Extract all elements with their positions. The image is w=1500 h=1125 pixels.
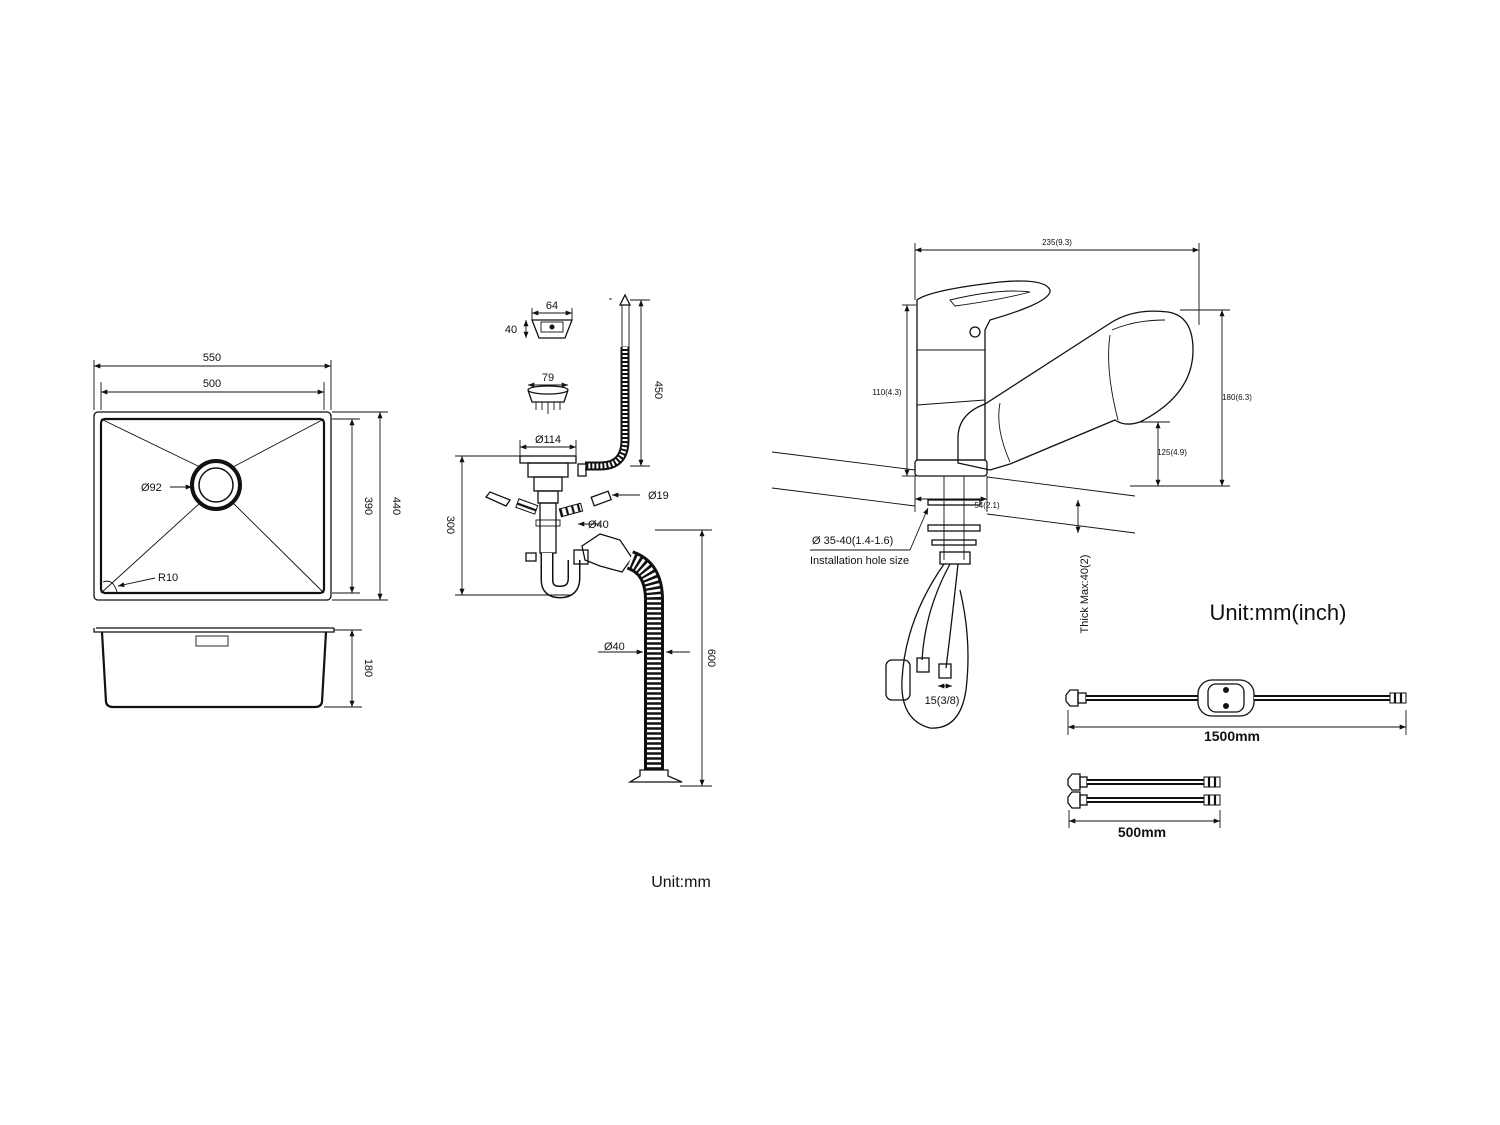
trap-height-dimension [455, 455, 570, 596]
hose-thread-size: 15(3/8) [925, 695, 960, 707]
drain-body [519, 440, 633, 599]
faucet-body-height: 110(4.3) [872, 388, 902, 397]
faucet-total-height: 180(6.3) [1222, 393, 1252, 402]
short-hoses [1067, 773, 1221, 828]
long-hose-length: 1500mm [1204, 728, 1260, 744]
drain-hose-diameter: Ø40 [604, 641, 625, 653]
drain-overflow-cover [523, 308, 573, 339]
installation-hole-label: Installation hole size [810, 555, 909, 567]
drain-strainer [527, 382, 569, 414]
overflow-pipe-diameter: Ø19 [648, 490, 669, 502]
trap-diameter: Ø40 [588, 519, 609, 531]
sink-depth-outer: 440 [390, 497, 402, 515]
overflow-hose [585, 293, 650, 471]
sink-width-inner: 500 [203, 378, 221, 390]
overflow-hose-length: 450 [652, 381, 664, 399]
flange-diameter: Ø114 [535, 434, 561, 446]
sink-side-view [93, 627, 362, 709]
installation-hole-size: Ø 35-40(1.4-1.6) [812, 535, 893, 547]
faucet-spout-height: 125(4.9) [1157, 448, 1187, 457]
sink-corner-radius: R10 [158, 572, 178, 584]
faucet-drawing [771, 243, 1230, 729]
trap-height: 300 [444, 516, 456, 534]
overflow-height: 40 [505, 324, 517, 336]
faucet-reach: 235(9.3) [1042, 238, 1072, 247]
countertop-thickness: Thick Max:40(2) [1079, 555, 1091, 634]
long-hose [1065, 679, 1407, 735]
faucet-unit-label: Unit:mm(inch) [1210, 600, 1347, 625]
overflow-width: 64 [546, 300, 558, 312]
sink-dimension-lines [93, 360, 388, 601]
sink-top-view [93, 411, 332, 601]
faucet-base-diameter: 54(2.1) [974, 501, 1000, 510]
sink-width-outer: 550 [203, 352, 221, 364]
drain-hose [598, 529, 712, 787]
short-hose-length: 500mm [1118, 824, 1166, 840]
sink-drain-diameter: Ø92 [141, 482, 162, 494]
sink-depth-inner: 390 [362, 497, 374, 515]
drain-hose-length: 600 [705, 649, 717, 667]
drain-fittings [484, 490, 640, 527]
sink-height: 180 [362, 659, 374, 677]
drain-unit-label: Unit:mm [651, 874, 711, 891]
strainer-diameter: 79 [542, 372, 554, 384]
